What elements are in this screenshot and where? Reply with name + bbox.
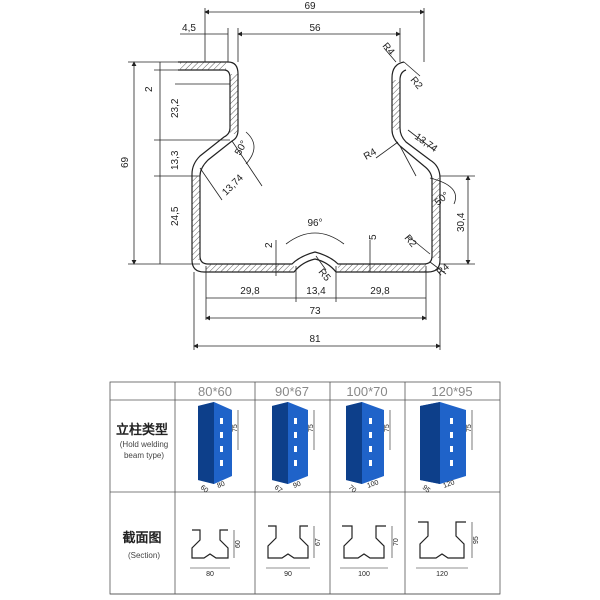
- section-80-h: 60: [235, 540, 242, 548]
- section-profile: [178, 61, 441, 273]
- dim-bot-298-right: 29,8: [370, 286, 390, 297]
- upright-90x67: 75 67 90: [272, 402, 315, 495]
- section-120-h: 95: [473, 536, 480, 544]
- dim-left-245: 24,5: [170, 206, 181, 226]
- upright-80x60: 75 60 80: [198, 402, 239, 495]
- dim-angle-50-left: 50°: [233, 139, 250, 158]
- section-90-h: 67: [315, 538, 322, 546]
- dim-bot-134: 13,4: [306, 286, 326, 297]
- dim-groove-2: 2: [264, 242, 275, 248]
- dim-r2-top-right: R2: [408, 75, 425, 92]
- dim-right-304: 30,4: [456, 212, 467, 232]
- upright-120-w1: 95: [421, 484, 432, 494]
- table-grid: [109, 381, 501, 595]
- header-80x60: 80*60: [198, 384, 232, 399]
- dim-angle-96: 96°: [307, 218, 322, 229]
- dim-r4-top-right: R4: [380, 41, 397, 58]
- dim-r4-mid-right: R4: [362, 146, 379, 162]
- section-100x70: [340, 525, 393, 569]
- dim-left-69: 69: [120, 156, 131, 168]
- upright-90-w2: 90: [292, 481, 302, 490]
- header-120x95: 120*95: [431, 384, 472, 399]
- section-80x60: [190, 529, 235, 569]
- section-100-w: 100: [358, 571, 370, 578]
- dimension-lines: [128, 8, 475, 350]
- dim-1374-right: 13,74: [412, 131, 439, 155]
- dim-left-2: 2: [144, 86, 155, 92]
- dim-bot-298-left: 29,8: [240, 286, 260, 297]
- dim-left-flange: 4,5: [182, 23, 196, 34]
- section-90x67: [266, 525, 315, 569]
- section-100-h: 70: [393, 538, 400, 546]
- upright-100-h: 75: [384, 424, 391, 432]
- upright-90-h: 75: [308, 424, 315, 432]
- dim-top-overall: 69: [304, 1, 316, 12]
- section-120x95: [416, 521, 473, 569]
- dim-r2-bottom-right: R2: [402, 233, 419, 250]
- upright-120-h: 75: [466, 424, 473, 432]
- dim-left-232: 23,2: [170, 98, 181, 118]
- dim-groove-5: 5: [368, 234, 379, 240]
- upright-100x70: 75 70 100: [346, 402, 391, 495]
- upright-100-w2: 100: [366, 479, 379, 490]
- row1-label-cn: 立柱类型: [116, 422, 168, 437]
- dim-r5: R5: [316, 267, 333, 284]
- dim-1374-left: 13,74: [220, 172, 246, 198]
- row1-label-en2: beam type): [124, 451, 164, 460]
- upright-table: 80*60 90*67 100*70 120*95 立柱类型 (Hold wel…: [109, 381, 501, 595]
- row2-label-cn: 截面图: [122, 530, 161, 545]
- section-80-w: 80: [206, 571, 214, 578]
- upright-120x95: 75 95 120: [420, 402, 473, 495]
- upright-90-w1: 67: [273, 484, 284, 494]
- dim-top-inner: 56: [309, 23, 321, 34]
- section-90-w: 90: [284, 571, 292, 578]
- dim-bot-73: 73: [309, 306, 321, 317]
- upright-100-w1: 70: [347, 484, 358, 494]
- upright-80-w1: 60: [199, 484, 210, 494]
- dim-bot-81: 81: [309, 334, 321, 345]
- upright-120-w2: 120: [442, 479, 455, 490]
- profile-drawing: 69 56 4,5 R4 R2 2 23,2 13,3 24,5 69 50° …: [120, 1, 475, 350]
- dim-left-133: 13,3: [170, 150, 181, 170]
- header-90x67: 90*67: [275, 384, 309, 399]
- upright-80-w2: 80: [216, 481, 226, 490]
- row1-label-en1: (Hold welding: [120, 440, 168, 449]
- header-100x70: 100*70: [346, 384, 387, 399]
- section-120-w: 120: [436, 571, 448, 578]
- upright-80-h: 75: [232, 424, 239, 432]
- row2-label-en: (Section): [128, 551, 160, 560]
